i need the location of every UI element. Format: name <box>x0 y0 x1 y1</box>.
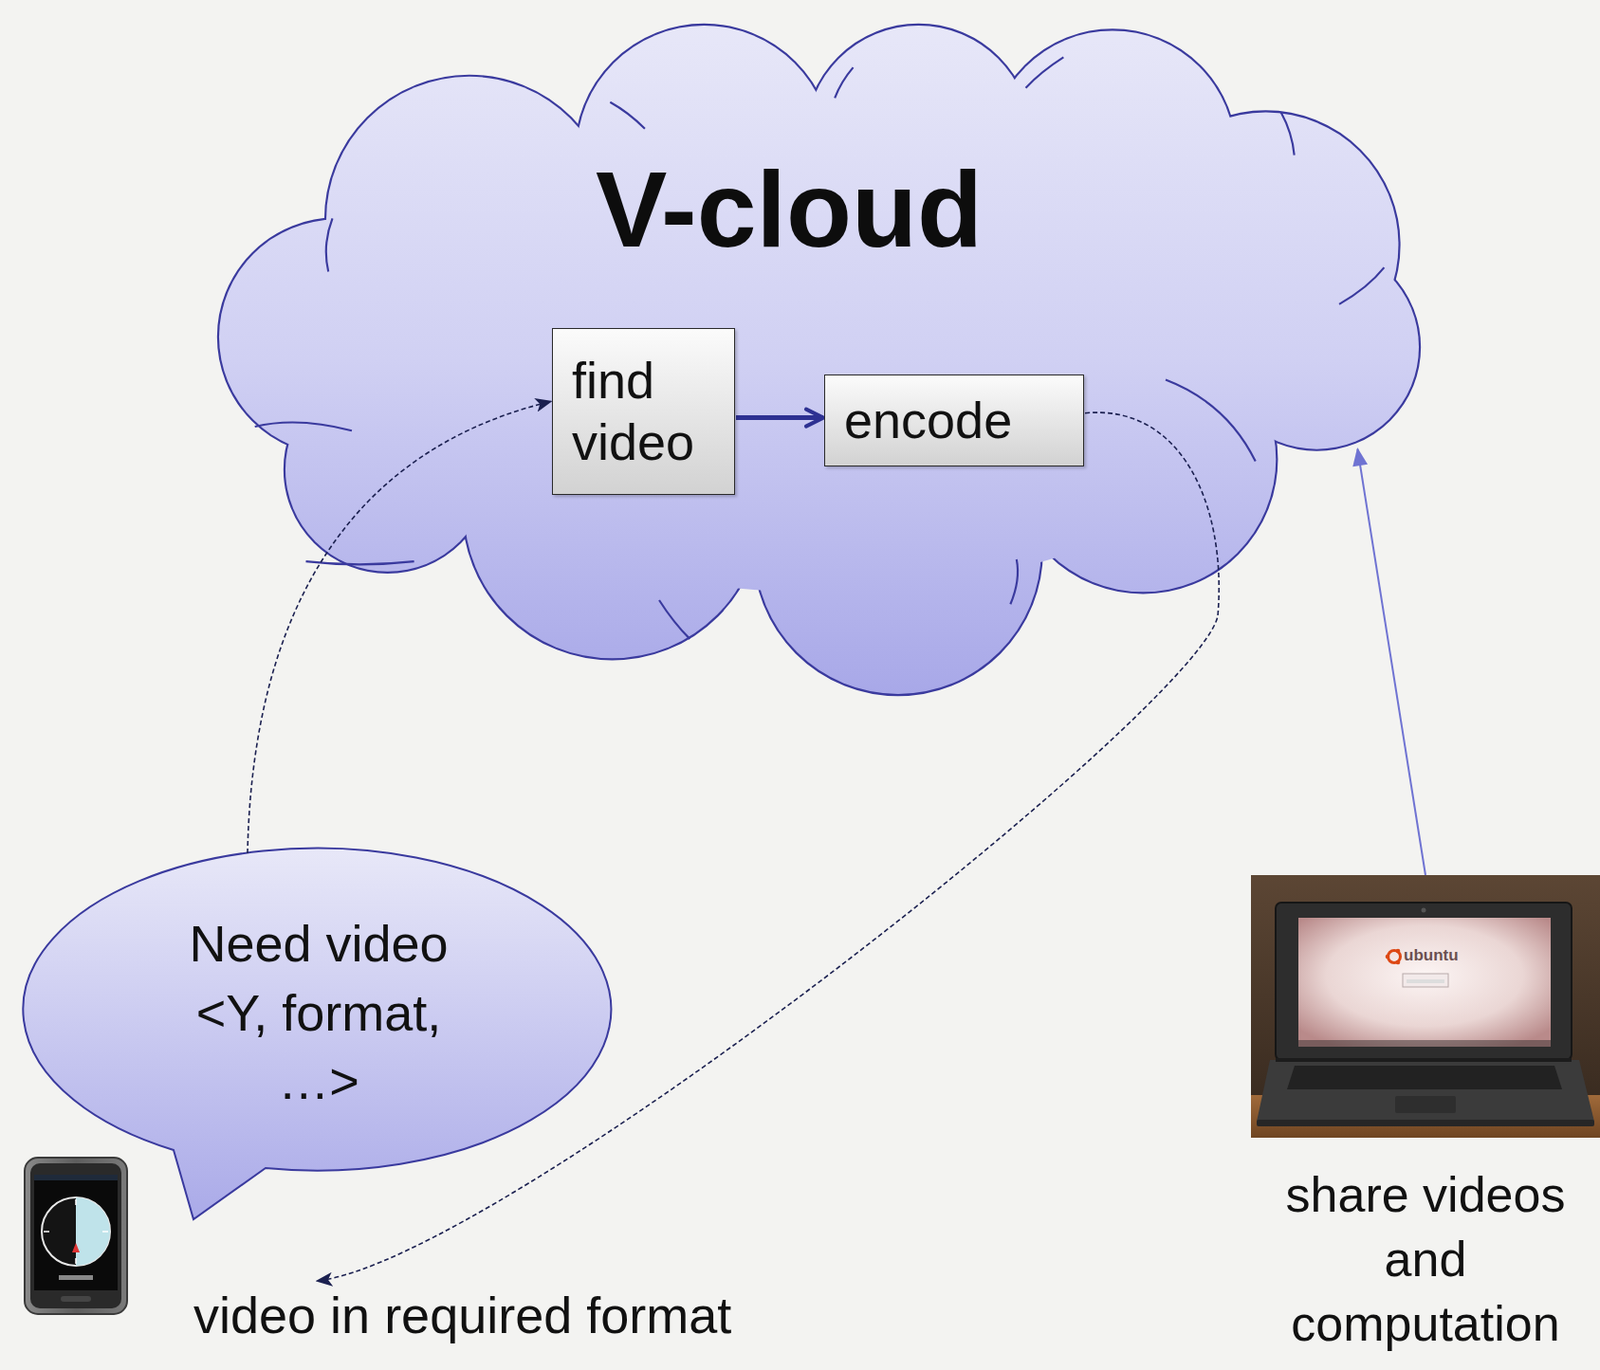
connector <box>316 412 1219 1282</box>
bubble-node: Need video <Y, format, …> <box>22 846 615 1227</box>
box-text-holder: find video <box>571 349 695 474</box>
connector <box>735 415 824 421</box>
laptop-photo <box>1250 875 1600 1139</box>
cloud-title-holder: V-cloud <box>595 150 983 269</box>
connector <box>1357 449 1426 876</box>
caption-holder: share videos and computation <box>1273 1162 1578 1357</box>
cloud-shape <box>219 25 1419 695</box>
phone-illustration <box>22 1156 129 1317</box>
process-box-label: encode <box>844 389 1012 452</box>
box-text-holder: encode <box>844 389 1012 452</box>
laptop-caption: share videos and computation <box>1273 1162 1578 1357</box>
plain-node: video in required format <box>193 1285 732 1347</box>
output-label: video in required format <box>193 1285 732 1347</box>
speech-bubble-text: Need video <Y, format, …> <box>176 909 461 1118</box>
label-holder: ubuntu <box>1403 947 1459 964</box>
cloud-title: V-cloud <box>595 150 983 269</box>
bubble-text-holder: Need video <Y, format, …> <box>22 846 615 1179</box>
process-box-label: find video <box>571 349 695 474</box>
connector <box>247 401 552 854</box>
process-box: encode <box>824 374 1085 467</box>
process-box: find video <box>551 328 736 496</box>
cloud-node: V-cloud find video encode <box>219 25 1419 695</box>
laptop-node: share videos and computation ubuntu <box>1250 875 1600 1357</box>
screen-logo-text: ubuntu <box>1403 947 1459 964</box>
